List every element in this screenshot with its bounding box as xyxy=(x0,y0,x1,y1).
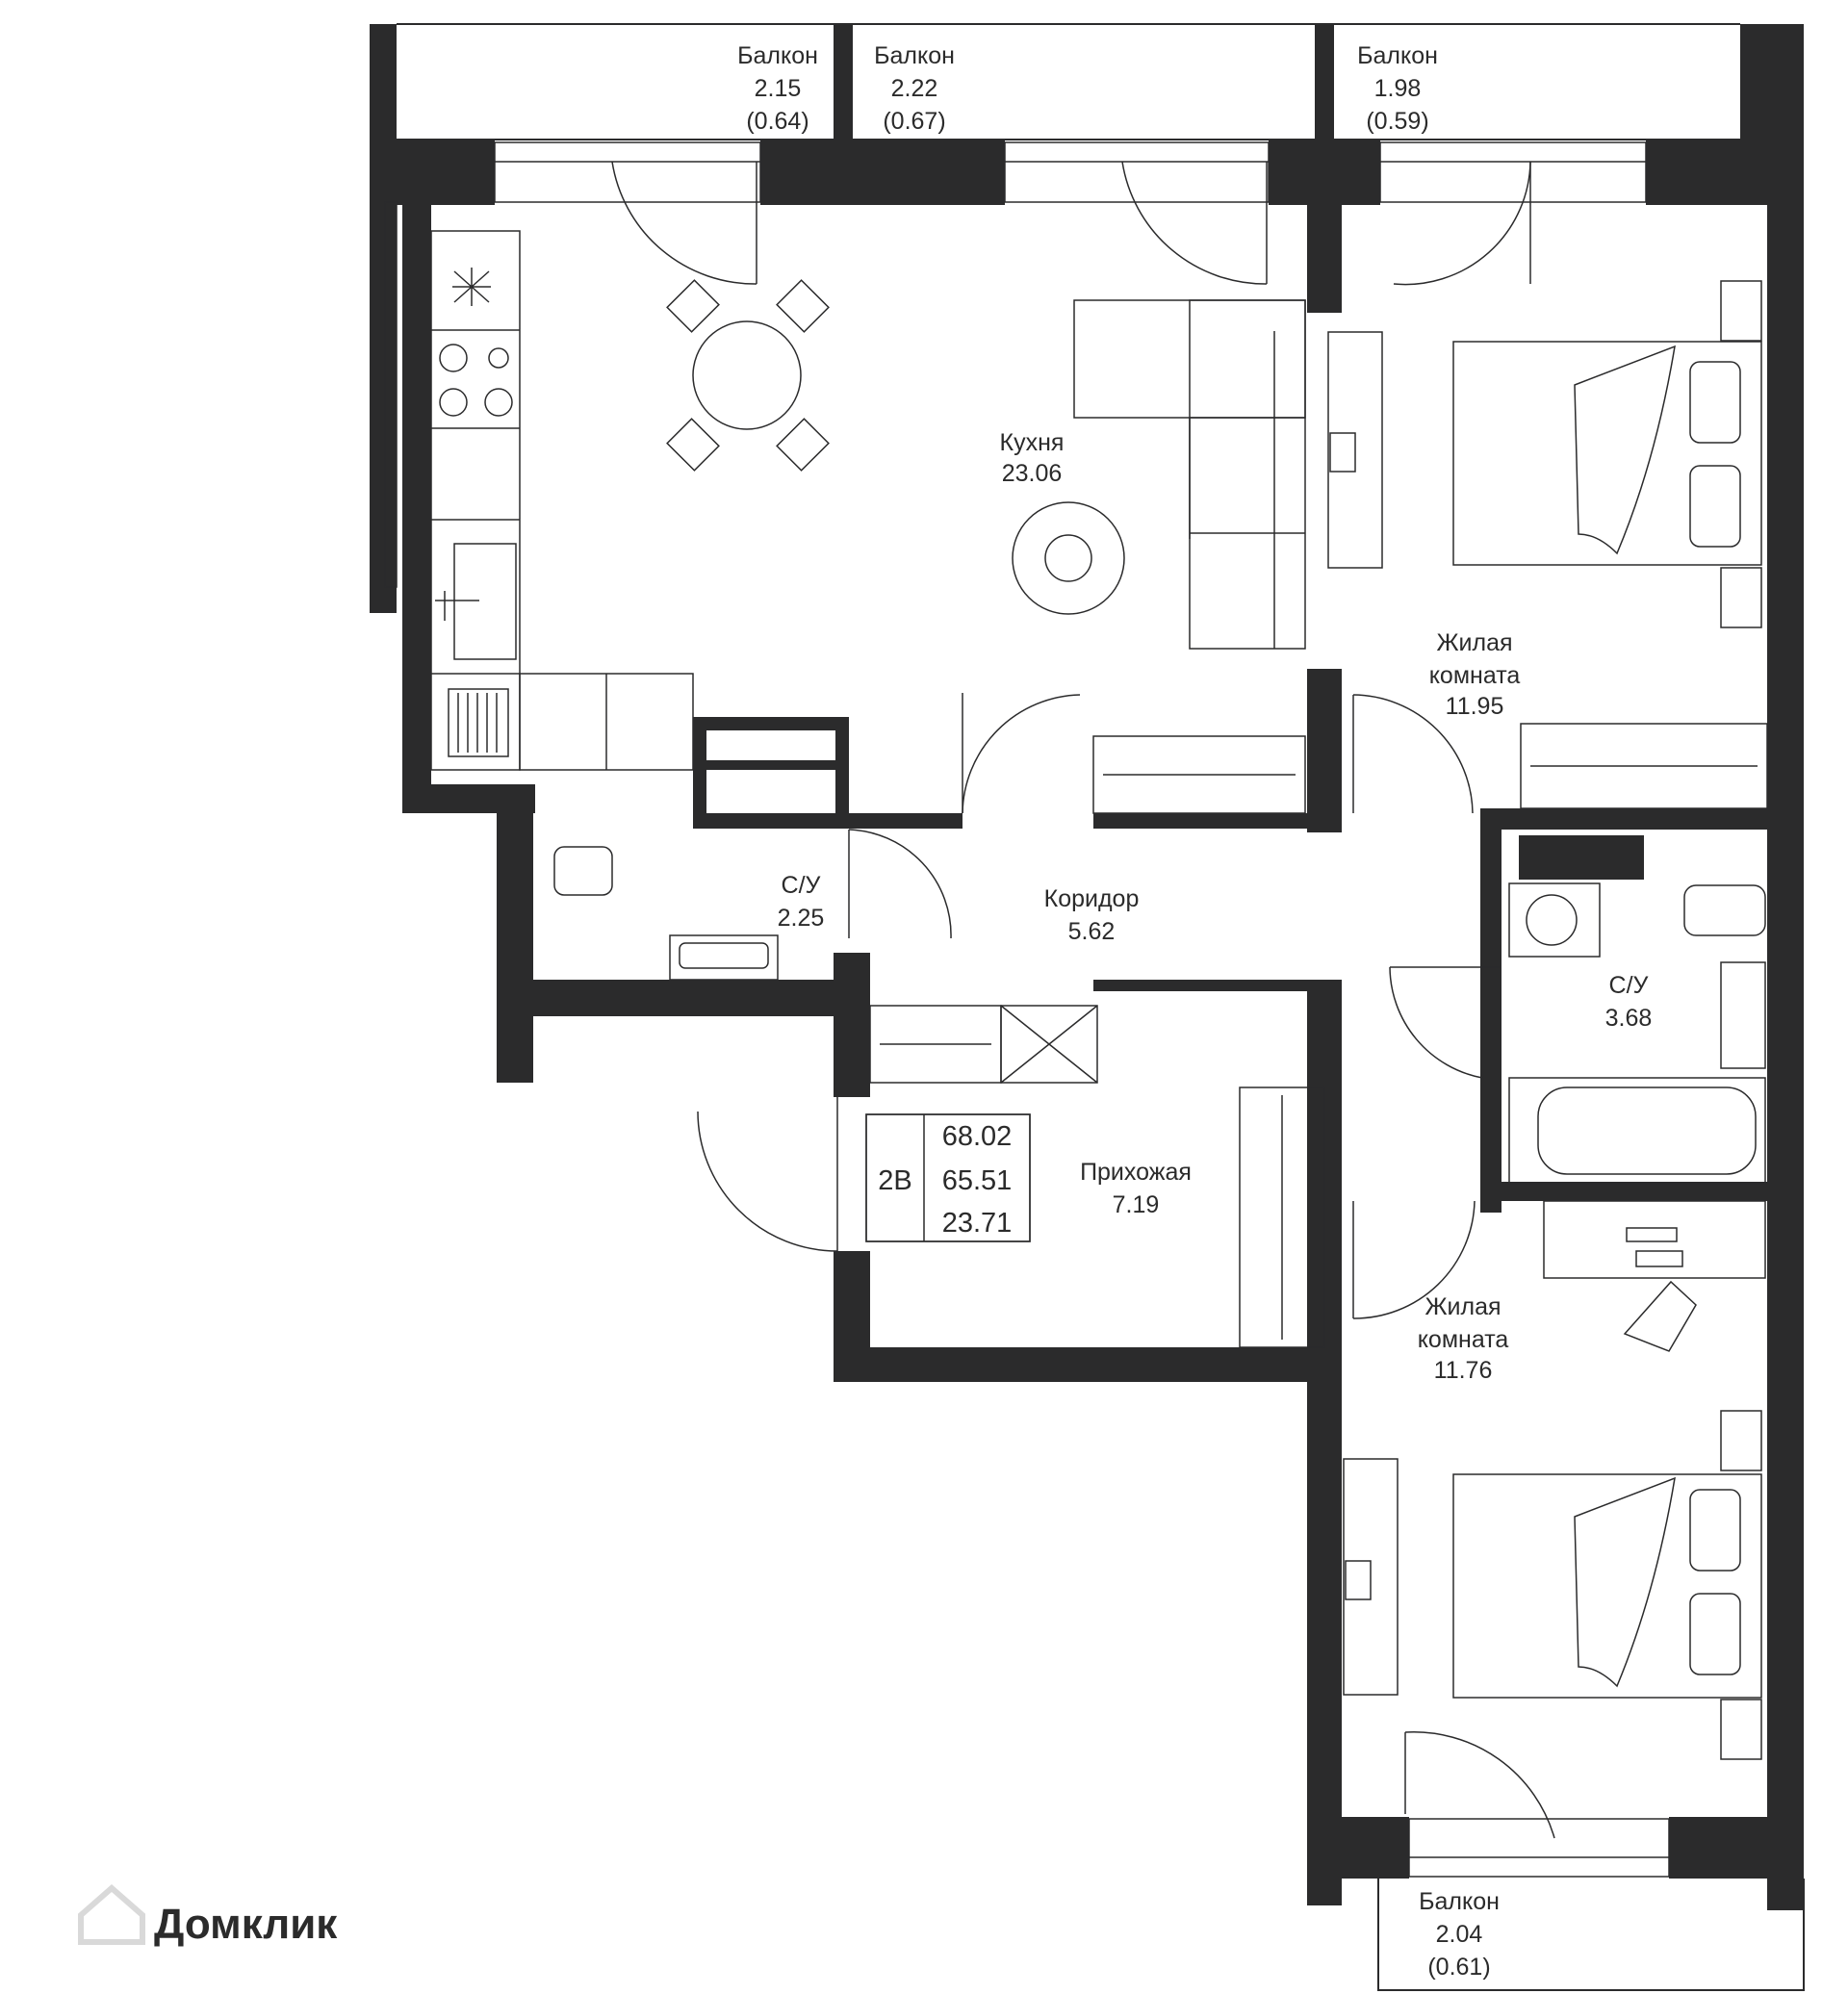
balcony-1-sub: (0.64) xyxy=(746,108,808,135)
kitchen-name: Кухня xyxy=(1000,429,1065,456)
corridor-area: 5.62 xyxy=(1068,918,1116,945)
bedroom-2-line2: комната xyxy=(1418,1326,1509,1353)
wc1-fixtures xyxy=(553,846,779,981)
hallway-name: Прихожая xyxy=(1080,1159,1192,1186)
apartment-info: 2B 68.02 65.51 23.71 xyxy=(865,1113,1031,1242)
balcony-3-area: 1.98 xyxy=(1374,75,1422,102)
bedroom2-furniture xyxy=(1343,1200,1766,1760)
balcony-4-name: Балкон xyxy=(1419,1888,1500,1915)
balcony-4-area: 2.04 xyxy=(1436,1921,1483,1948)
kitchen-area: 23.06 xyxy=(1002,460,1063,487)
bedroom-2-line1: Жилая xyxy=(1424,1293,1501,1320)
wc-1-area: 2.25 xyxy=(778,905,825,932)
balcony-1-area: 2.15 xyxy=(755,75,802,102)
watermark-text: Домклик xyxy=(154,1901,338,1948)
bedroom-1-area: 11.95 xyxy=(1446,693,1504,720)
area-living: 23.71 xyxy=(942,1208,1013,1239)
area-living-total: 65.51 xyxy=(942,1165,1013,1196)
wc2-fixtures xyxy=(1508,882,1766,1185)
corridor-name: Коридор xyxy=(1044,885,1140,912)
wc-1-name: С/У xyxy=(782,872,821,899)
kitchen-furniture xyxy=(430,230,1306,814)
balconies xyxy=(397,23,1805,1991)
watermark: Домклик xyxy=(78,1884,338,1948)
bedroom-2-area: 11.76 xyxy=(1434,1357,1493,1384)
windows xyxy=(384,141,1670,1878)
balcony-2-area: 2.22 xyxy=(891,75,938,102)
balcony-4-sub: (0.61) xyxy=(1427,1954,1490,1981)
apartment-type: 2B xyxy=(878,1165,911,1196)
balcony-3-name: Балкон xyxy=(1357,42,1438,69)
balcony-2-sub: (0.67) xyxy=(883,108,945,135)
hallway-area: 7.19 xyxy=(1113,1191,1160,1218)
balcony-3-sub: (0.59) xyxy=(1366,108,1428,135)
area-total: 68.02 xyxy=(942,1121,1013,1152)
home-logo-icon xyxy=(78,1884,145,1945)
wc-2-area: 3.68 xyxy=(1605,1005,1653,1032)
doors xyxy=(611,161,1555,1839)
balcony-1-name: Балкон xyxy=(737,42,818,69)
balcony-2-name: Балкон xyxy=(874,42,955,69)
bedroom-1-line2: комната xyxy=(1429,662,1521,689)
room-labels: Балкон 2.15 (0.64) Балкон 2.22 (0.67) Ба… xyxy=(737,42,1652,1981)
bedroom-1-line1: Жилая xyxy=(1436,629,1512,656)
info-box xyxy=(865,1113,1031,1242)
bedroom1-furniture xyxy=(1327,280,1768,809)
wc-2-name: С/У xyxy=(1609,972,1649,999)
walls xyxy=(370,24,1804,1910)
